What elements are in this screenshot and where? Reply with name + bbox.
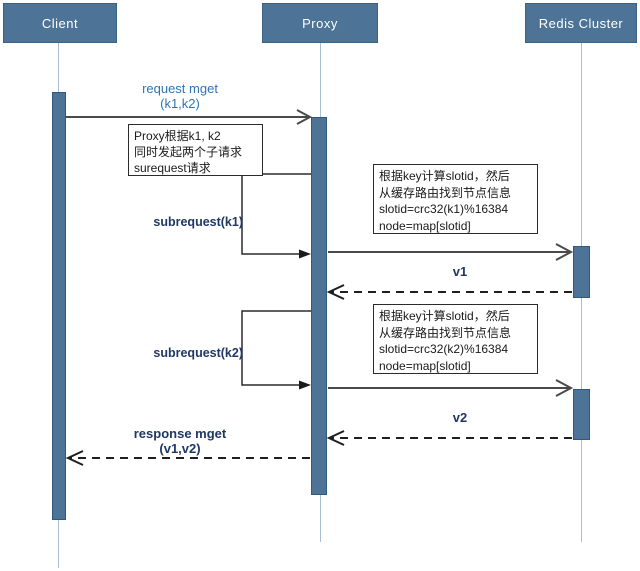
actor-proxy: Proxy (262, 3, 378, 43)
v1-return-arrowhead-icon (326, 284, 345, 300)
actor-redis-cluster-label: Redis Cluster (538, 15, 624, 31)
actor-client: Client (3, 3, 117, 43)
subrequest1-label: subrequest(k1) (153, 215, 243, 229)
response-mget-label-line1: response mget (133, 426, 227, 441)
proxy-split-note-line3: surequest请求 (134, 161, 211, 175)
subrequest1-arrowhead-icon (299, 249, 311, 259)
response-mget-label: response mget (v1,v2) (100, 426, 260, 456)
request-mget-label: request mget (k1,k2) (100, 81, 260, 111)
slot-calc-note-k1-line1: 根据key计算slotid，然后 (379, 169, 510, 183)
response-mget-arrowhead-icon (65, 450, 84, 466)
proxy-split-note-line1: Proxy根据k1, k2 (134, 129, 221, 143)
proxy-split-note-line2: 同时发起两个子请求 (134, 145, 243, 159)
proxy-to-redis1-arrowhead-icon (555, 243, 574, 261)
proxy-split-note: Proxy根据k1, k2 同时发起两个子请求 surequest请求 (128, 124, 263, 176)
redis-activation-bar-2 (573, 389, 590, 440)
actor-proxy-label: Proxy (302, 15, 338, 31)
subrequest1-self-call-line (241, 173, 311, 255)
v2-return-arrowhead-icon (326, 430, 345, 446)
subrequest2-self-call-line (241, 310, 311, 386)
slot-calc-note-k1-line2: 从缓存路由找到节点信息 (379, 185, 512, 200)
proxy-to-redis2-arrowhead-icon (555, 379, 574, 397)
subrequest2-label: subrequest(k2) (153, 346, 243, 360)
client-activation-bar (52, 92, 66, 520)
request-mget-label-line2: (k1,k2) (160, 96, 200, 111)
redis-activation-bar-1 (573, 246, 590, 298)
v2-label: v2 (452, 410, 468, 425)
v1-label: v1 (452, 264, 468, 279)
response-mget-label-line2: (v1,v2) (159, 441, 201, 456)
request-mget-label-line1: request mget (142, 81, 218, 96)
actor-redis-cluster: Redis Cluster (525, 3, 637, 43)
request-mget-arrowhead-icon (296, 109, 313, 125)
proxy-activation-bar (311, 117, 327, 495)
slot-calc-note-k1-line4: node=map[slotid] (379, 218, 471, 233)
actor-client-label: Client (41, 15, 79, 31)
subrequest2-arrowhead-icon (299, 380, 311, 390)
slot-calc-note-k2-line2: 从缓存路由找到节点信息 (379, 325, 512, 340)
slot-calc-note-k1: 根据key计算slotid，然后 从缓存路由找到节点信息 slotid=crc3… (373, 164, 538, 234)
slot-calc-note-k2-line1: 根据key计算slotid，然后 (379, 309, 510, 323)
slot-calc-note-k2-line3: slotid=crc32(k2)%16384 (379, 342, 509, 356)
slot-calc-note-k1-line3: slotid=crc32(k1)%16384 (379, 202, 509, 216)
slot-calc-note-k2: 根据key计算slotid，然后 从缓存路由找到节点信息 slotid=crc3… (373, 304, 538, 374)
slot-calc-note-k2-line4: node=map[slotid] (379, 358, 471, 373)
